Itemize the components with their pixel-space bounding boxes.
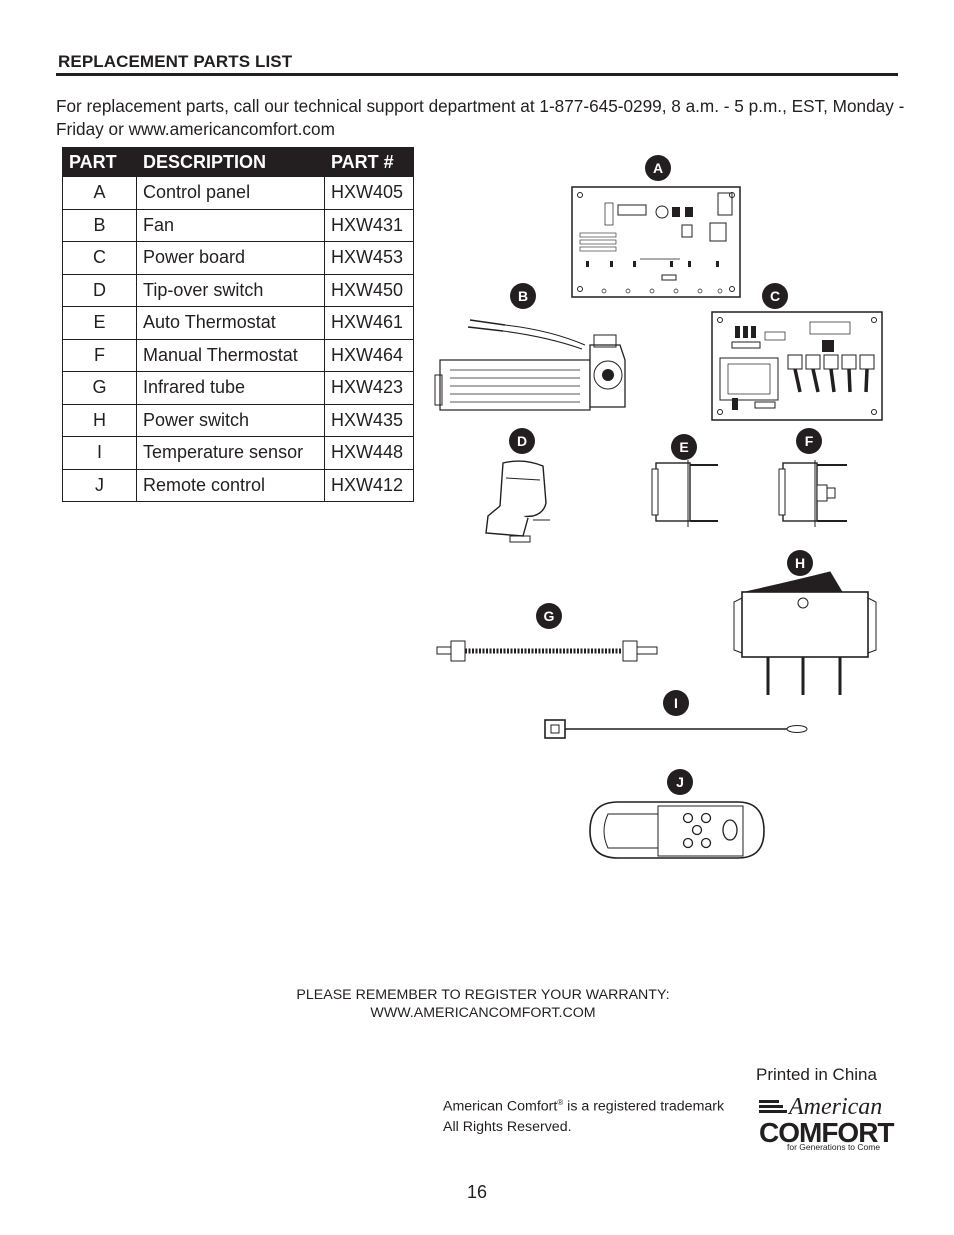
part-description: Power switch — [136, 403, 325, 437]
part-number: HXW431 — [324, 208, 414, 242]
part-badge-h: H — [787, 550, 813, 576]
section-title: REPLACEMENT PARTS LIST — [58, 52, 293, 71]
part-badge-e: E — [671, 434, 697, 460]
fan-illustration — [434, 319, 626, 411]
part-badge-f: F — [796, 428, 822, 454]
part-description: Infrared tube — [136, 371, 325, 405]
part-description: Manual Thermostat — [136, 338, 325, 372]
part-description: Temperature sensor — [136, 436, 325, 470]
printed-in-label: Printed in China — [756, 1065, 877, 1084]
part-number: HXW464 — [324, 338, 414, 372]
part-letter: D — [62, 273, 137, 307]
part-badge-c: C — [762, 283, 788, 309]
part-number: HXW435 — [324, 403, 414, 437]
warranty-notice: PLEASE REMEMBER TO REGISTER YOUR WARRANT… — [230, 986, 736, 1022]
part-badge-d: D — [509, 428, 535, 454]
remote-control-illustration — [589, 801, 765, 859]
power-switch-illustration — [733, 571, 877, 695]
column-header-part-number: PART # — [324, 147, 414, 177]
part-description: Fan — [136, 208, 325, 242]
part-number: HXW450 — [324, 273, 414, 307]
column-header-part: PART — [62, 147, 137, 177]
part-badge-g: G — [536, 603, 562, 629]
part-letter: C — [62, 241, 137, 275]
part-badge-a: A — [645, 155, 671, 181]
part-badge-b: B — [510, 283, 536, 309]
part-letter: I — [62, 436, 137, 470]
infrared-tube-illustration — [436, 640, 658, 662]
part-letter: B — [62, 208, 137, 242]
part-description: Remote control — [136, 468, 325, 502]
column-header-description: DESCRIPTION — [136, 147, 325, 177]
part-letter: F — [62, 338, 137, 372]
part-number: HXW405 — [324, 176, 414, 210]
part-letter: E — [62, 306, 137, 340]
part-letter: J — [62, 468, 137, 502]
warranty-line-1: PLEASE REMEMBER TO REGISTER YOUR WARRANT… — [296, 987, 670, 1003]
part-description: Tip-over switch — [136, 273, 325, 307]
part-letter: G — [62, 371, 137, 405]
manual-thermostat-illustration — [778, 460, 847, 527]
part-description: Auto Thermostat — [136, 306, 325, 340]
part-letter: A — [62, 176, 137, 210]
temperature-sensor-illustration — [544, 719, 808, 739]
trademark-text: is a registered trademark — [563, 1098, 725, 1115]
page-number: 16 — [466, 1182, 488, 1202]
part-description: Control panel — [136, 176, 325, 210]
control-panel-illustration — [571, 186, 741, 298]
part-letter: H — [62, 403, 137, 437]
american-comfort-logo: American COMFORT for Generations to Come — [757, 1092, 897, 1152]
svg-text:for Generations to Come: for Generations to Come — [787, 1142, 880, 1152]
section-rule — [56, 73, 898, 76]
auto-thermostat-illustration — [651, 460, 718, 527]
svg-text:American: American — [787, 1094, 882, 1120]
part-description: Power board — [136, 241, 325, 275]
svg-text:COMFORT: COMFORT — [759, 1117, 894, 1148]
part-number: HXW448 — [324, 436, 414, 470]
trademark-notice: American Comfort® is a registered tradem… — [443, 1093, 724, 1137]
tip-over-switch-illustration — [485, 460, 550, 543]
power-board-illustration — [711, 311, 883, 421]
table-header-row: PART DESCRIPTION PART # — [62, 147, 414, 177]
warranty-url: WWW.AMERICANCOMFORT.COM — [370, 1005, 596, 1021]
part-number: HXW412 — [324, 468, 414, 502]
intro-paragraph: For replacement parts, call our technica… — [56, 96, 905, 139]
trademark-brand: American Comfort — [443, 1098, 558, 1115]
part-badge-i: I — [663, 690, 689, 716]
part-number: HXW461 — [324, 306, 414, 340]
registered-mark: ® — [557, 1098, 564, 1107]
part-number: HXW423 — [324, 371, 414, 405]
part-badge-j: J — [667, 769, 693, 795]
logo-graphic: American COMFORT for Generations to Come — [759, 1094, 895, 1152]
part-number: HXW453 — [324, 241, 414, 275]
rights-text: All Rights Reserved. — [443, 1118, 572, 1135]
